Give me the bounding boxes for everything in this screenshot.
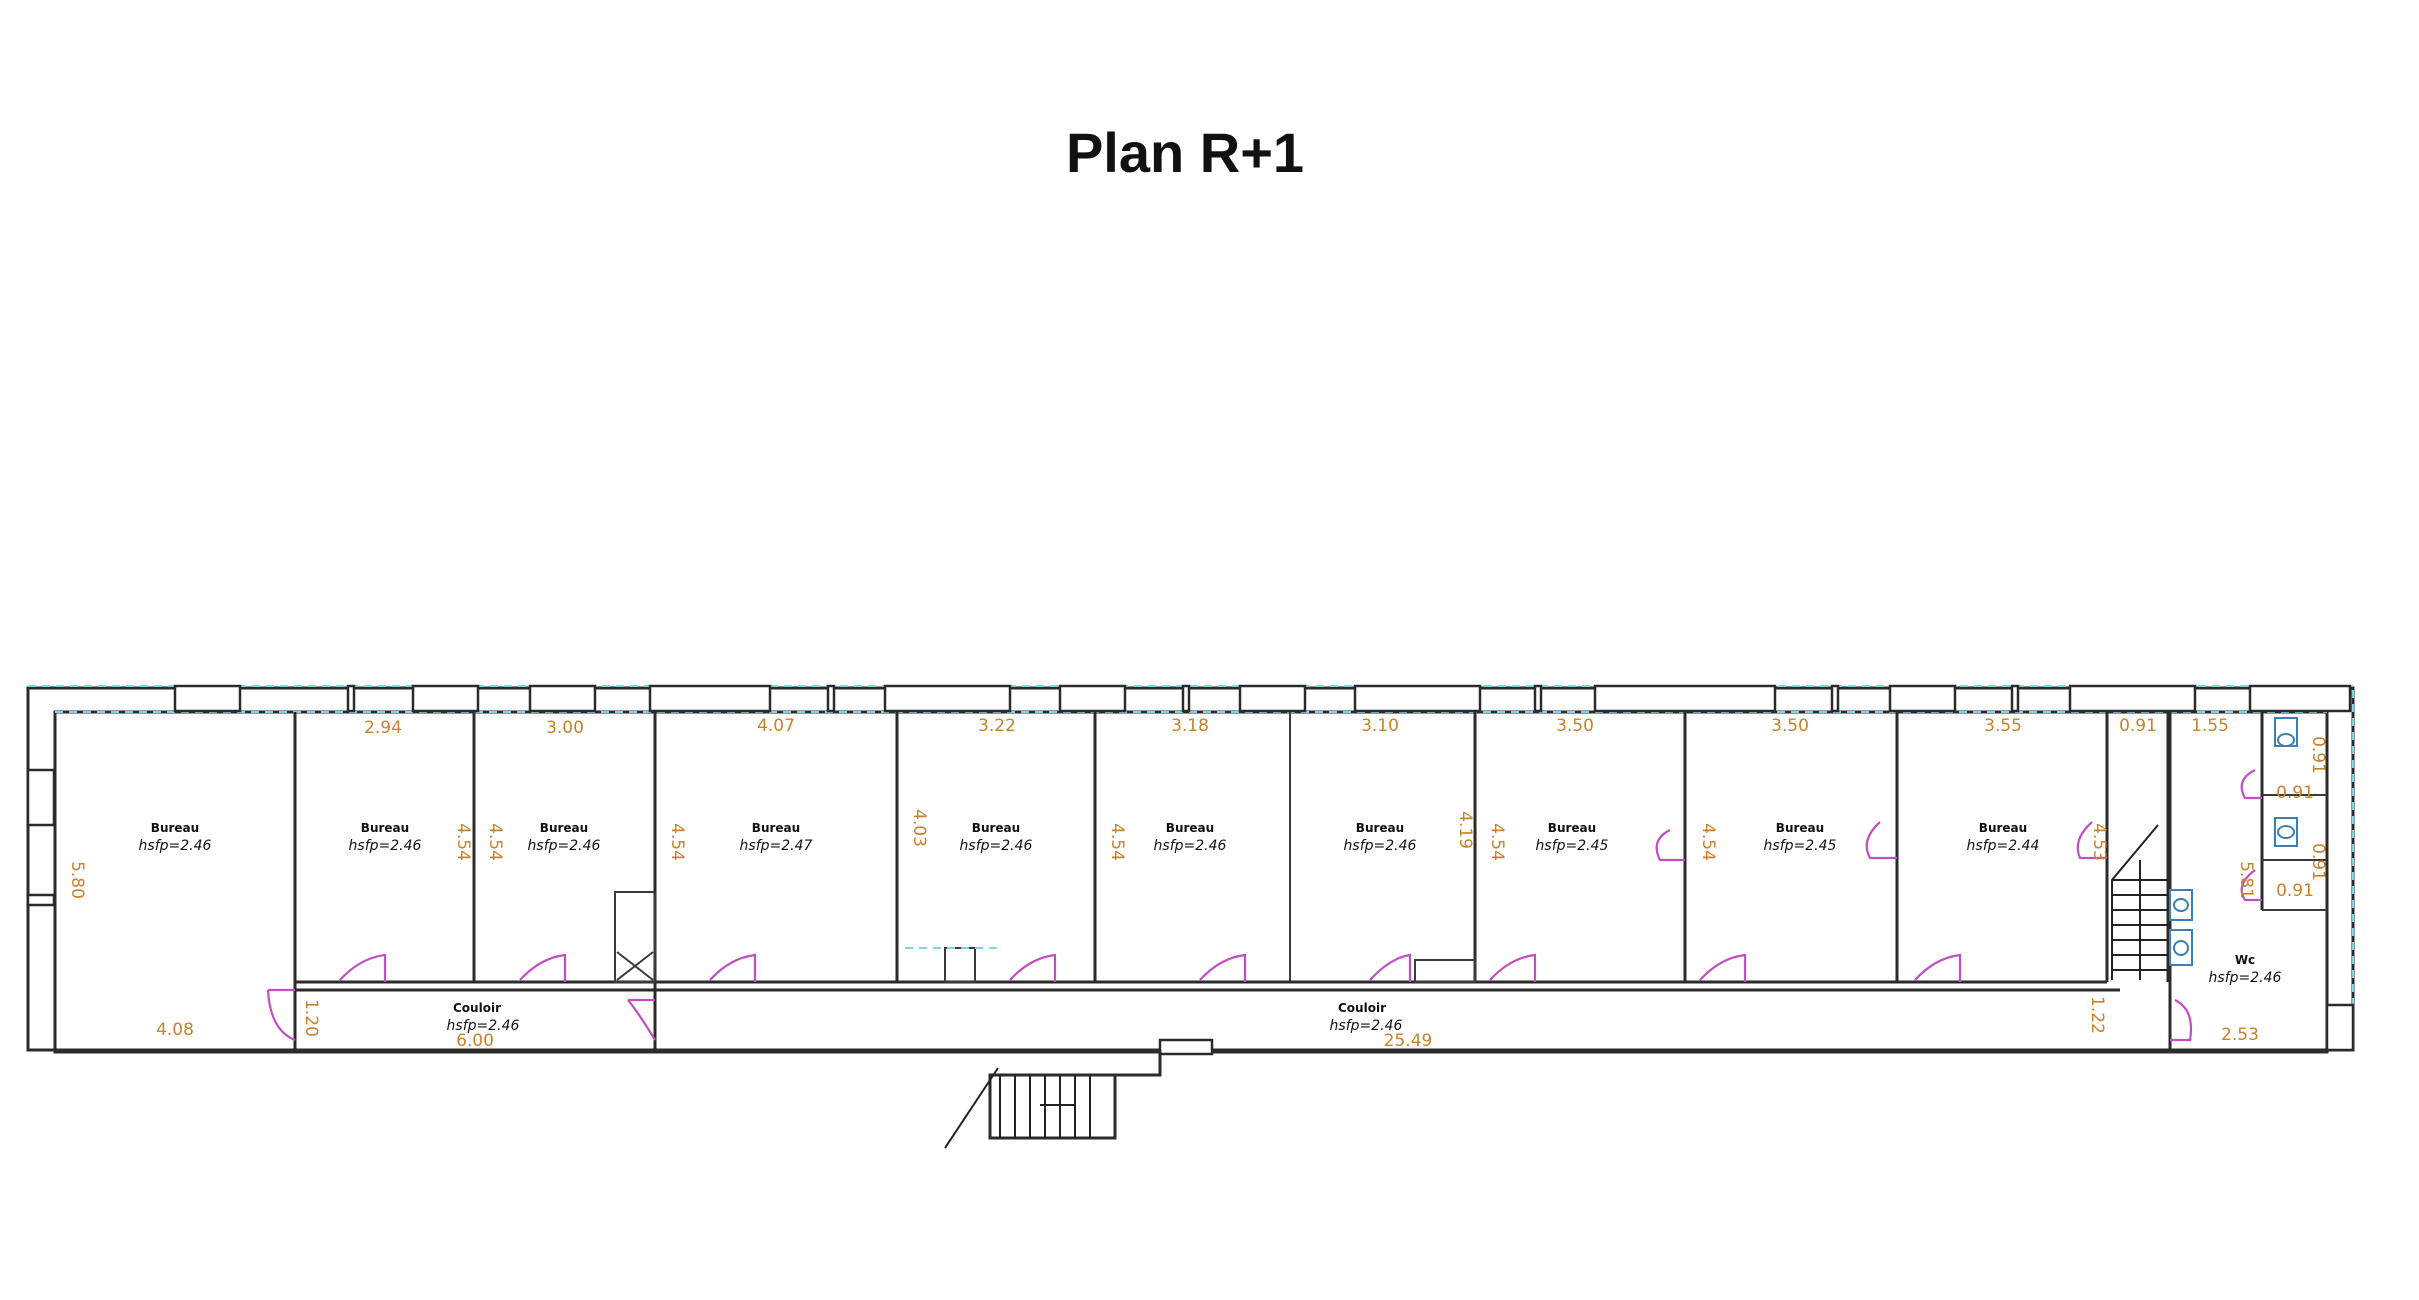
dimension-label: 3.50 (1556, 716, 1594, 736)
dimension-label: 4.03 (909, 809, 929, 847)
dimension-label: 3.10 (1361, 716, 1399, 736)
dimension-label: 0.91 (2119, 716, 2157, 736)
dimension-label: 4.54 (1698, 823, 1718, 861)
dimension-label: 1.20 (301, 999, 321, 1037)
room-name: Bureau (1166, 821, 1214, 835)
entrance-stair (944, 1038, 1214, 1149)
room-height: hsfp=2.46 (1154, 838, 1227, 854)
exterior-walls (26, 686, 2355, 1054)
dimension-labels: 2.94 3.00 4.07 3.22 3.18 3.10 3.50 3.50 … (67, 716, 2328, 1051)
room-height: hsfp=2.46 (528, 838, 601, 854)
interior-stair (2111, 824, 2168, 980)
dimension-label: 6.00 (456, 1031, 494, 1051)
room-height: hsfp=2.46 (2209, 970, 2282, 986)
dimension-label: 3.22 (978, 716, 1016, 736)
dimension-label: 4.53 (2089, 823, 2109, 861)
room-height: hsfp=2.45 (1536, 838, 1609, 854)
dimension-label: 4.54 (485, 823, 505, 861)
dimension-label: 2.94 (364, 718, 402, 738)
room-name: Bureau (1979, 821, 2027, 835)
room-name: Bureau (361, 821, 409, 835)
room-name: Bureau (1356, 821, 1404, 835)
room-name: Bureau (151, 821, 199, 835)
room-name: Bureau (540, 821, 588, 835)
room-labels: Bureau hsfp=2.46 Bureau hsfp=2.46 Bureau… (139, 821, 2282, 1034)
room-name: Wc (2235, 953, 2255, 967)
room-name: Couloir (453, 1001, 501, 1015)
dimension-label: 3.18 (1171, 716, 1209, 736)
dimension-label: 0.91 (2276, 783, 2314, 803)
room-height: hsfp=2.46 (1344, 838, 1417, 854)
room-height: hsfp=2.46 (447, 1018, 520, 1034)
room-height: hsfp=2.45 (1764, 838, 1837, 854)
dimension-label: 4.54 (1107, 823, 1127, 861)
dimension-label: 4.54 (667, 823, 687, 861)
room-name: Bureau (752, 821, 800, 835)
dimension-label: 1.22 (2087, 996, 2107, 1034)
room-name: Couloir (1338, 1001, 1386, 1015)
dimension-label: 4.07 (757, 716, 795, 736)
dimension-label: 5.81 (2236, 861, 2256, 899)
plan-title: Plan R+1 (1065, 121, 1305, 184)
room-name: Bureau (1548, 821, 1596, 835)
dimension-label: 4.54 (453, 823, 473, 861)
room-height: hsfp=2.46 (1330, 1018, 1403, 1034)
sanitary-fixtures (2169, 717, 2298, 966)
dimension-label: 0.91 (2308, 843, 2328, 881)
dimension-label: 0.91 (2276, 881, 2314, 901)
dimension-label: 5.80 (67, 861, 87, 899)
room-height: hsfp=2.46 (960, 838, 1033, 854)
dimension-label: 25.49 (1384, 1031, 1433, 1051)
dimension-label: 4.54 (1487, 823, 1507, 861)
room-height: hsfp=2.44 (1967, 838, 2040, 854)
dimension-label: 1.55 (2191, 716, 2229, 736)
interior-partitions (293, 712, 2327, 1052)
room-height: hsfp=2.46 (139, 838, 212, 854)
dimension-label: 0.91 (2308, 736, 2328, 774)
dimension-label: 4.08 (156, 1020, 194, 1040)
top-windows (26, 684, 2355, 1052)
dimension-label: 2.53 (2221, 1025, 2259, 1045)
dimension-label: 3.55 (1984, 716, 2022, 736)
dimension-label: 3.50 (1771, 716, 1809, 736)
dimension-label: 4.19 (1455, 811, 1475, 849)
room-height: hsfp=2.47 (740, 838, 813, 854)
dimension-label: 3.00 (546, 718, 584, 738)
room-name: Bureau (1776, 821, 1824, 835)
room-height: hsfp=2.46 (349, 838, 422, 854)
room-name: Bureau (972, 821, 1020, 835)
door-swings (266, 769, 2262, 1042)
